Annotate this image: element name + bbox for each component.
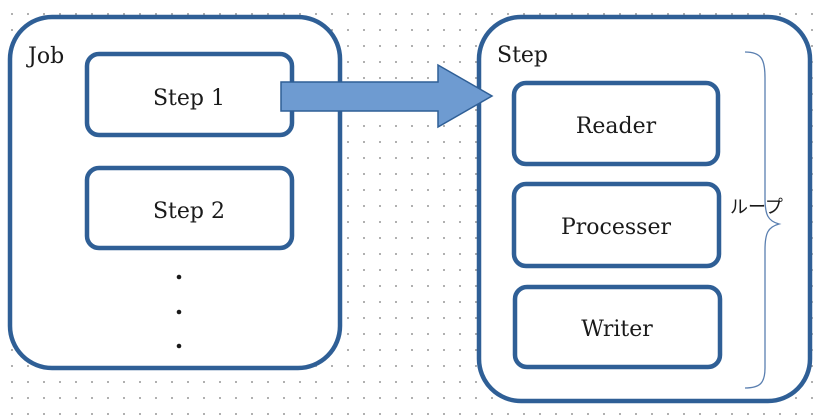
processer-label: Processer [561, 215, 672, 240]
writer-box [512, 284, 723, 370]
right-arrow-icon [280, 63, 494, 129]
ellipsis-dot [176, 309, 182, 315]
loop-brace-icon [744, 51, 782, 389]
step-title: Step [497, 43, 548, 68]
job-step-2-box [84, 165, 295, 251]
job-steps-ellipsis [176, 274, 182, 349]
reader-box [511, 80, 721, 167]
ellipsis-dot [176, 274, 182, 280]
processer-box [511, 181, 722, 269]
job-title: Job [26, 44, 64, 69]
ellipsis-dot [176, 343, 182, 349]
job-step-2-label: Step 2 [153, 199, 225, 224]
writer-label: Writer [581, 317, 653, 342]
job-step-1-label: Step 1 [153, 86, 225, 111]
loop-label: ループ [730, 197, 783, 218]
reader-label: Reader [576, 114, 657, 139]
